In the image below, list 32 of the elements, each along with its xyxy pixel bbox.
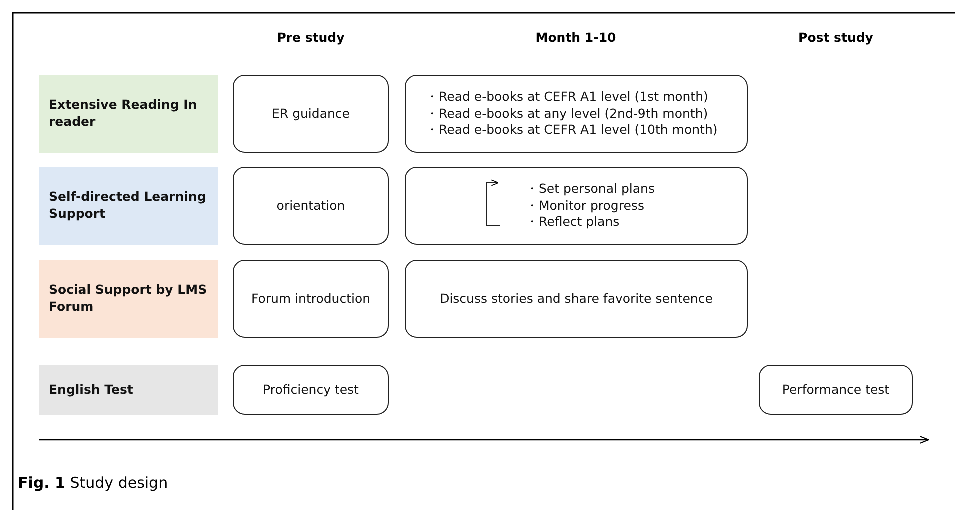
node-text: ・Set personal plans [526, 180, 655, 198]
node-text: ER guidance [272, 106, 350, 122]
row-header-band [39, 365, 218, 415]
activity-box [233, 365, 389, 415]
node-text: Proficiency test [263, 382, 359, 398]
column-header: Pre study [277, 30, 345, 45]
node-text: ・Read e-books at CEFR A1 level (10th month) [426, 122, 718, 140]
node-text: Social Support by LMS Forum [49, 282, 208, 316]
activity-box [405, 260, 748, 338]
node-text: orientation [276, 198, 346, 214]
node-text: Extensive Reading In reader [49, 97, 198, 131]
row-header-band [39, 260, 218, 338]
activity-box [405, 75, 748, 153]
node-text: ・Reflect plans [526, 214, 620, 232]
node-text: Discuss stories and share favorite sentence [440, 290, 713, 308]
activity-box [759, 365, 913, 415]
row-header-band [39, 75, 218, 153]
column-header: Post study [798, 30, 874, 45]
node-text: Self-directed Learning Support [49, 189, 208, 223]
node-text: Performance test [782, 382, 890, 398]
node-text: Forum introduction [251, 290, 371, 308]
node-text: ・Monitor progress [526, 198, 644, 214]
node-text: ・Read e-books at CEFR A1 level (1st month) [426, 88, 708, 106]
node-text: English Test [49, 382, 134, 398]
activity-box [233, 260, 389, 338]
column-header: Month 1-10 [536, 30, 616, 45]
activity-box [405, 167, 748, 245]
row-header-band [39, 167, 218, 245]
node-text: ・Read e-books at any level (2nd-9th month) [426, 106, 708, 122]
activity-box [233, 167, 389, 245]
activity-box [233, 75, 389, 153]
figure-caption: Fig. 1 Study design [18, 474, 168, 492]
